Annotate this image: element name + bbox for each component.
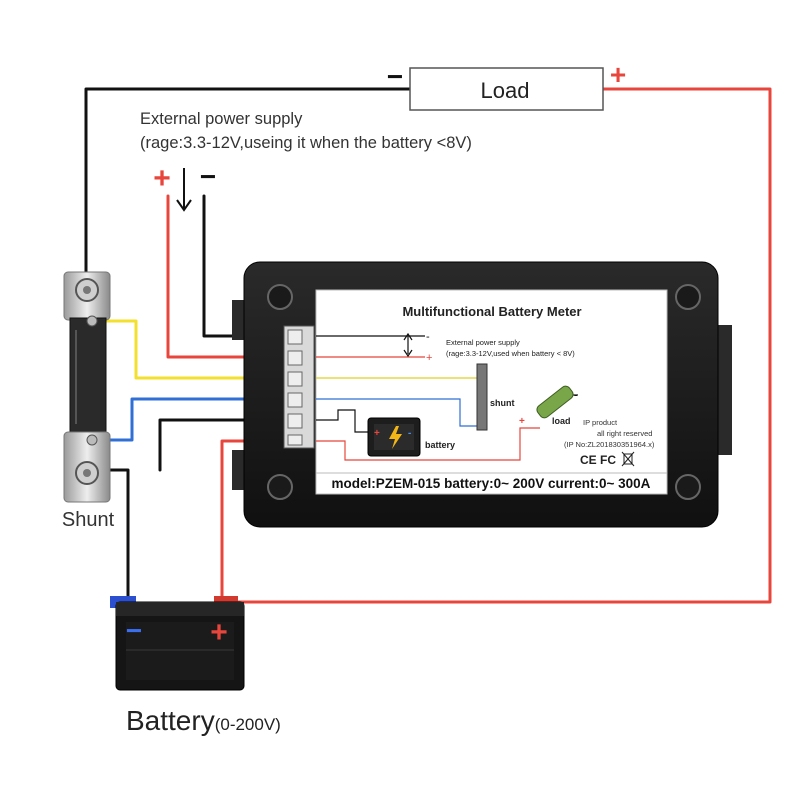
- battery-label: Battery(0-200V): [126, 705, 281, 736]
- svg-text:+: +: [374, 428, 380, 439]
- battery-label-range: (0-200V): [215, 715, 281, 734]
- meter-battery-label: battery: [425, 440, 455, 450]
- meter-title: Multifunctional Battery Meter: [402, 304, 581, 319]
- screw-bottom-left: [267, 474, 293, 500]
- wire-yellow-sense: [94, 319, 288, 380]
- shunt-component: [63, 271, 111, 503]
- svg-text:-: -: [408, 428, 411, 439]
- battery-label-main: Battery: [126, 705, 215, 736]
- wire-blue-sense: [92, 397, 288, 442]
- meter-mini-battery-icon: + -: [367, 417, 421, 457]
- wire-load-positive: [222, 87, 772, 604]
- meter-model-line: model:PZEM-015 battery:0~ 200V current:0…: [332, 476, 651, 491]
- terminal-block: [283, 325, 315, 449]
- external-supply-plus: +: [153, 162, 171, 195]
- wire-load-negative: [84, 87, 412, 290]
- meter-ip-line2: all right reserved: [597, 429, 652, 438]
- battery-component: [110, 596, 245, 691]
- external-supply-minus: −: [200, 161, 216, 192]
- load-box: Load − +: [387, 59, 626, 111]
- battery-minus-sign: −: [126, 615, 142, 646]
- svg-text:-: -: [574, 390, 577, 401]
- screw-top-right: [675, 284, 701, 310]
- load-minus-sign: −: [387, 61, 403, 92]
- meter-load-label: load: [552, 416, 571, 426]
- battery-plus-sign: +: [210, 616, 228, 649]
- screw-top-left: [267, 284, 293, 310]
- meter-ip-line3: (IP No:ZL201830351964.x): [564, 440, 655, 449]
- svg-text:+: +: [426, 352, 432, 364]
- shunt-label: Shunt: [62, 509, 115, 531]
- meter-certification-marks: CE FC: [580, 453, 616, 467]
- meter-mini-load-icon: [536, 385, 574, 419]
- battery-meter: Multifunctional Battery Meter - + Extern…: [232, 261, 732, 528]
- weee-bin-icon: [621, 451, 635, 467]
- svg-text:-: -: [426, 331, 430, 343]
- supply-arrow-icon: [176, 168, 192, 212]
- meter-ext-line2: (rage:3.3-12V,used when battery < 8V): [446, 349, 575, 358]
- svg-text:+: +: [519, 416, 525, 427]
- external-supply-line2: (rage:3.3-12V,useing it when the battery…: [140, 134, 472, 152]
- load-plus-sign: +: [610, 59, 626, 90]
- meter-mini-shunt: [476, 363, 488, 431]
- load-label: Load: [481, 78, 530, 103]
- external-supply-line1: External power supply: [140, 110, 303, 128]
- meter-ip-line1: IP product: [583, 418, 618, 427]
- meter-ext-line1: External power supply: [446, 338, 520, 347]
- meter-shunt-label: shunt: [490, 398, 515, 408]
- screw-bottom-right: [675, 474, 701, 500]
